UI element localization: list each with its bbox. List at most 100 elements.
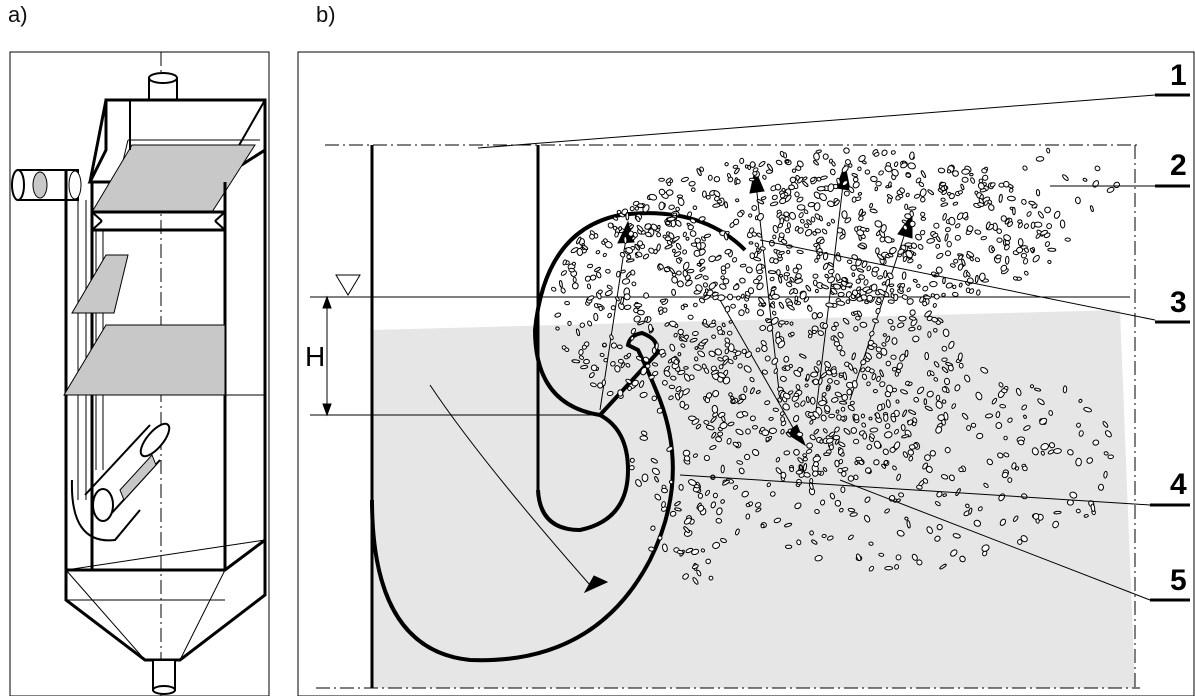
bubble [884,508,890,514]
bubble [906,520,911,529]
bubble [1067,449,1074,456]
bubble [1062,174,1069,181]
bubble [958,254,963,261]
bubble [830,368,837,375]
bubble [615,296,620,302]
bubble [769,491,776,497]
bubble [1003,244,1010,251]
bubble [989,182,996,188]
bubble [855,278,861,284]
bubble [734,350,742,357]
bubble [778,251,785,256]
bubble [714,255,722,261]
bubble [885,335,891,343]
bubble [769,276,775,282]
bubble [688,180,696,187]
bubble [855,196,862,201]
bubble [644,223,652,230]
bubble [892,387,897,393]
bubble [902,224,908,231]
bubble [894,564,900,570]
bubble [793,448,800,456]
bubble [794,299,798,305]
bubble [682,303,689,308]
bubble [692,577,699,585]
bubble [1092,180,1100,188]
bubble [1083,407,1092,413]
bubble [905,192,910,198]
bubble [789,288,795,295]
bubble [699,166,705,172]
bubble [701,190,707,198]
bubble [852,176,859,183]
bubble [881,463,886,469]
bubble [872,318,879,324]
bubble [697,350,706,358]
bubble [917,244,924,250]
bubble [560,287,566,294]
bubble [977,202,985,207]
bubble [1046,223,1053,230]
bubble [658,263,664,270]
bubble [875,247,880,255]
bubble [702,282,708,288]
bubble [934,501,941,507]
bubble [630,335,635,341]
bubble [648,546,655,552]
bubble [929,280,938,288]
bubble [984,413,994,419]
bubble [651,467,660,476]
bubble [1048,442,1056,449]
bubble [813,152,820,161]
bubble [935,394,941,401]
bubble [825,437,834,444]
bubble [926,526,933,534]
bubble [786,222,791,229]
bubble [1029,384,1035,389]
bubble [769,201,779,207]
bubble [912,278,918,283]
bubble [805,448,813,454]
bubble [829,168,836,176]
bubble [711,404,719,414]
bubble [562,259,567,266]
bubble [944,447,951,454]
bubble [920,216,926,221]
bubble [629,457,635,463]
bubble [1012,515,1019,522]
bubble [663,266,671,273]
bubble [627,230,634,237]
bubble [571,282,579,290]
bubble [755,347,761,353]
bubble [768,427,777,435]
bubble [589,382,597,388]
bubble [976,432,984,440]
diagonal-pipe [70,422,171,542]
bubble [560,270,567,276]
bubble [781,187,786,192]
bubble [1001,388,1008,394]
bubble [584,275,591,282]
bubble [896,529,905,537]
bubble [784,320,789,325]
bubble [864,300,869,305]
bubble [765,436,770,442]
bubble [920,170,927,178]
bubble [851,380,858,389]
bubble [654,476,659,483]
bubble [676,270,682,276]
bubble [715,517,723,524]
bubble [770,316,779,325]
bubble [676,549,684,555]
bubble [851,289,859,297]
bubble [915,233,922,241]
bubble [696,569,702,577]
bubble [668,479,674,485]
bubble [890,150,896,155]
bubble [802,463,808,472]
bubble [737,211,744,218]
bubble [682,261,690,271]
bubble [779,411,785,416]
bubble [1044,241,1050,247]
